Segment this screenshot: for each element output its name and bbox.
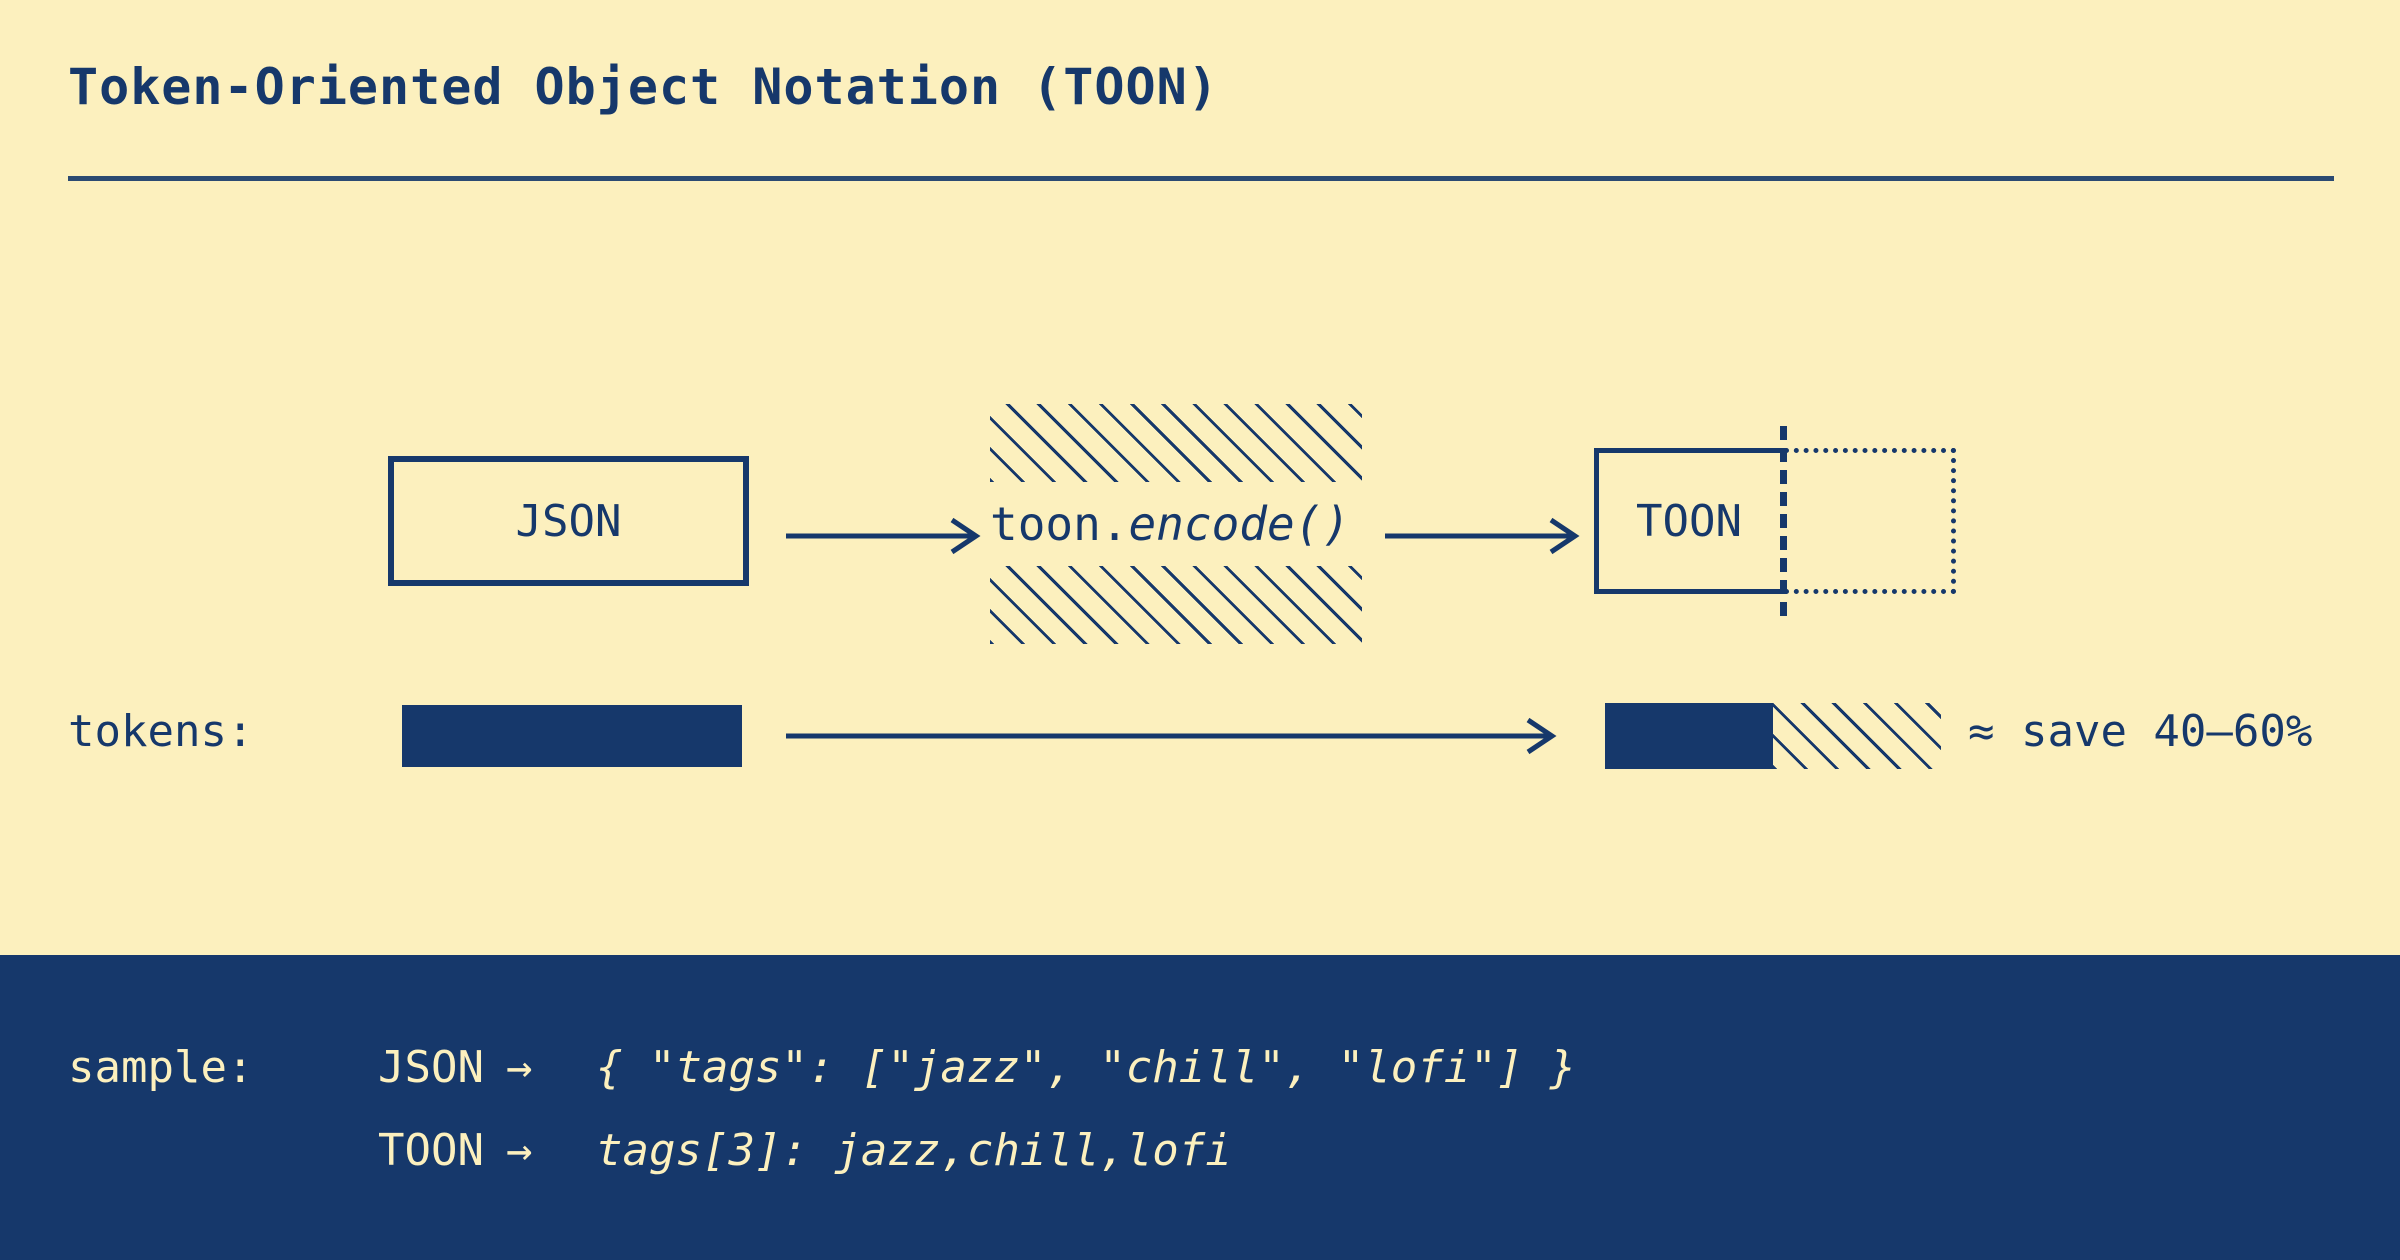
encode-transform-label: toon.encode() [990,482,1362,566]
arrow-tokens-comparison [786,717,1557,755]
tokens-row-label: tokens: [68,706,254,757]
toon-target-box: TOON [1594,426,1956,616]
toon-box-solid-part [1594,448,1784,594]
sample-row-json-code: { "tags": ["jazz", "chill", "lofi"] } [596,1042,1577,1093]
json-source-box-label: JSON [515,495,622,547]
sample-row-toon: TOON → tags[3]: jazz,chill,lofi [378,1125,1232,1176]
tokens-bar-toon-saved [1773,703,1941,769]
sample-row-toon-format: TOON [378,1125,484,1176]
toon-target-box-label: TOON [1636,495,1742,547]
savings-note: ≈ save 40–60% [1968,706,2313,757]
page-title: Token-Oriented Object Notation (TOON) [68,58,1219,116]
tokens-bar-json [402,705,742,767]
hatch-band-top-icon [990,404,1362,482]
hatch-band-bottom-icon [990,566,1362,644]
sample-row-toon-arrow-icon: → [506,1125,533,1176]
sample-row-json-arrow-icon: → [506,1042,533,1093]
encode-transform-group: toon.encode() [990,404,1362,644]
tokens-bar-toon-used [1605,703,1773,769]
title-divider-rule [68,176,2334,181]
toon-box-dotted-part [1784,448,1956,594]
encode-call: encode() [1128,497,1351,551]
arrow-json-to-encode [786,517,981,555]
arrow-encode-to-toon [1385,517,1580,555]
sample-panel-label: sample: [68,1042,254,1093]
toon-box-dashed-divider [1780,426,1787,616]
sample-row-json: JSON → { "tags": ["jazz", "chill", "lofi… [378,1042,1576,1093]
sample-row-toon-code: tags[3]: jazz,chill,lofi [596,1125,1232,1176]
sample-row-json-format: JSON [378,1042,484,1093]
sample-panel [0,955,2400,1260]
json-source-box: JSON [388,456,749,586]
encode-prefix: toon. [990,497,1129,551]
